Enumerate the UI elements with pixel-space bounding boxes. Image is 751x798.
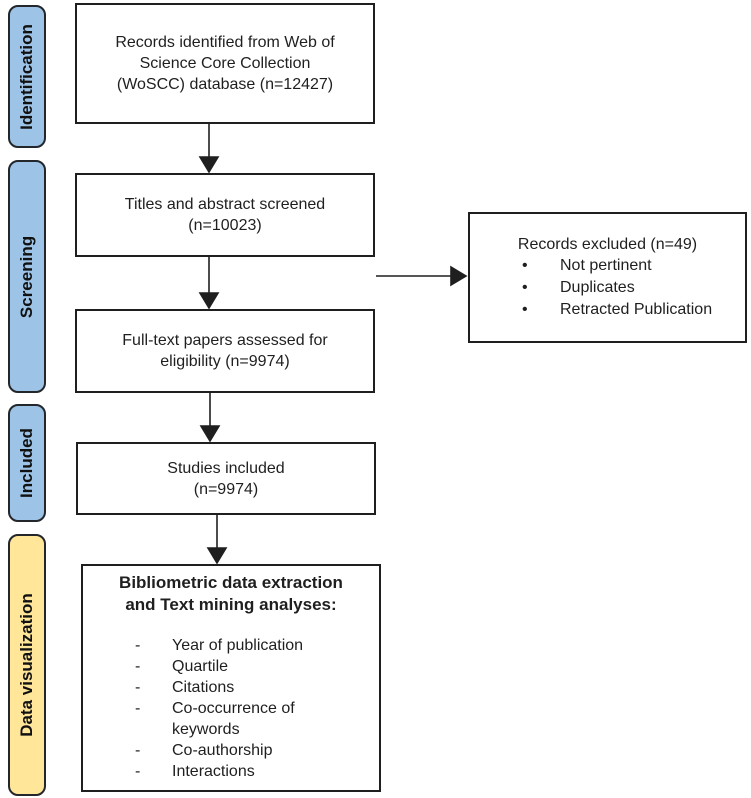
arrowhead-to-excluded (450, 265, 468, 287)
box-records-identified: Records identified from Web of Science C… (75, 3, 375, 124)
box-bibliometric-analyses: Bibliometric data extraction and Text mi… (81, 564, 381, 792)
box-titles-abstract-screened-text: Titles and abstract screened (n=10023) (124, 196, 326, 234)
phase-label-identification: Identification (8, 5, 46, 148)
phase-label-text: Included (17, 428, 36, 498)
box-records-excluded-title: Records excluded (n=49) (517, 236, 698, 253)
list-item: Citations (83, 677, 379, 698)
box-studies-included-text: Studies included (n=9974) (167, 459, 285, 498)
records-excluded-list: Not pertinentDuplicatesRetracted Publica… (470, 255, 745, 321)
box-fulltext-assessed: Full-text papers assessed for eligibilit… (75, 309, 375, 393)
list-item: Duplicates (470, 277, 745, 299)
arrowhead-screened-to-fulltext (198, 292, 220, 310)
phase-label-text: Data visualization (17, 593, 37, 737)
phase-label-text: Identification (17, 23, 36, 130)
list-item: Year of publication (83, 635, 379, 656)
box-records-excluded: Records excluded (n=49) Not pertinentDup… (468, 212, 747, 343)
bibliometric-list: Year of publicationQuartileCitationsCo-o… (83, 635, 379, 782)
box-bibliometric-title: Bibliometric data extraction and Text mi… (119, 573, 343, 614)
phase-label-data-visualization: Data visualization (8, 534, 46, 796)
box-titles-abstract-screened: Titles and abstract screened (n=10023) (75, 173, 375, 257)
list-item: Not pertinent (470, 255, 745, 277)
list-item: Quartile (83, 656, 379, 677)
list-item: Co-occurrence of keywords (83, 698, 379, 740)
list-item: Co-authorship (83, 740, 379, 761)
box-records-identified-text: Records identified from Web of Science C… (115, 34, 335, 93)
arrowhead-included-to-bibliometric (206, 547, 228, 565)
box-studies-included: Studies included (n=9974) (76, 442, 376, 515)
list-item: Retracted Publication (470, 299, 745, 321)
arrowhead-identified-to-screened (198, 156, 220, 174)
phase-label-included: Included (8, 404, 46, 522)
phase-label-screening: Screening (8, 160, 46, 393)
phase-label-text: Screening (17, 235, 37, 318)
list-item: Interactions (83, 761, 379, 782)
arrowhead-fulltext-to-included (199, 425, 221, 443)
box-fulltext-assessed-text: Full-text papers assessed for eligibilit… (122, 332, 328, 370)
